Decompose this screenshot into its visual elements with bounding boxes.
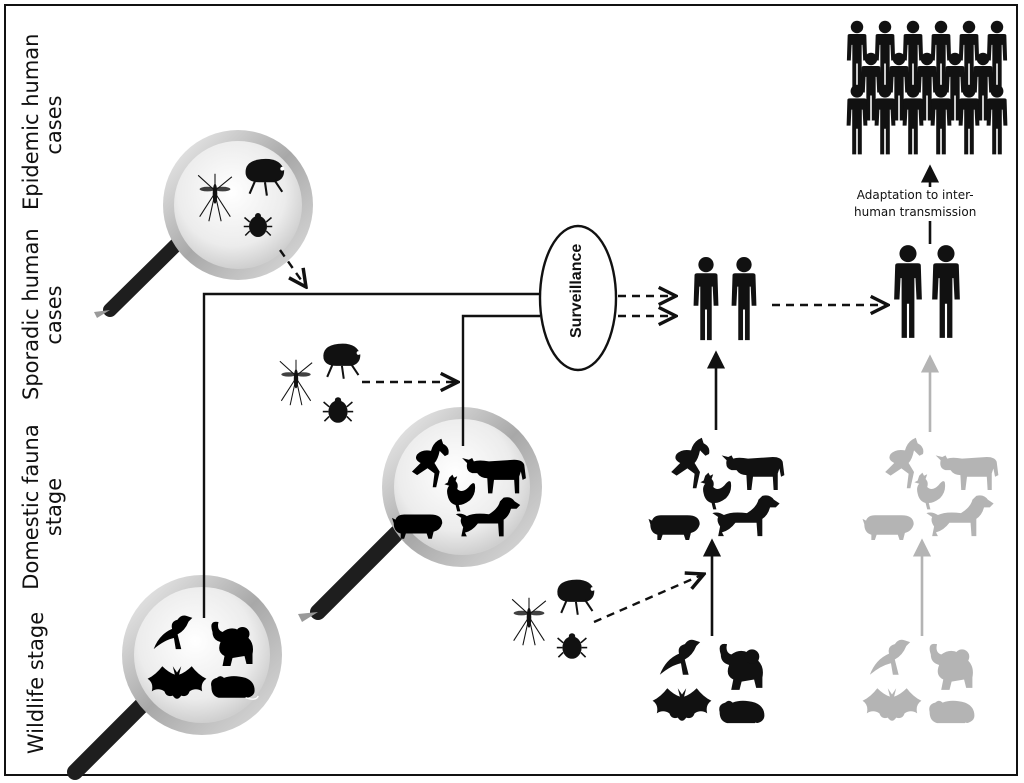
flea-icon xyxy=(322,342,362,380)
magnifier-vectors xyxy=(94,130,313,318)
magnifier-glass xyxy=(174,141,302,269)
bat-icon xyxy=(862,688,922,721)
dog-icon xyxy=(926,495,994,537)
bird-icon xyxy=(659,639,701,675)
stage-label-epidemic: Epidemic human cases xyxy=(19,33,66,210)
adaptation-note: Adaptation to inter- human transmission xyxy=(854,187,977,221)
person-icon xyxy=(930,84,952,155)
person-icon xyxy=(902,84,924,155)
monkey-icon xyxy=(929,643,973,690)
rat-icon xyxy=(928,699,979,726)
vector-to-line-dashed-arrow xyxy=(279,249,306,287)
tick-icon xyxy=(556,632,588,660)
magnifier-handle xyxy=(103,231,190,317)
stage-label-wildlife: Wildlife stage xyxy=(24,611,48,755)
sporadic-human-pair-right xyxy=(894,245,960,338)
bird-icon xyxy=(869,639,911,675)
stage-label-sporadic: Sporadic human cases xyxy=(19,228,66,400)
epidemic-crowd xyxy=(846,20,1008,155)
figure-frame xyxy=(4,4,1018,776)
mosquito-icon xyxy=(279,359,313,406)
person-icon xyxy=(958,84,980,155)
magnifier-domestic xyxy=(298,407,542,622)
stage-label-domestic: Domestic fauna stage xyxy=(19,424,66,590)
pig-icon xyxy=(648,515,700,540)
person-icon xyxy=(693,256,719,341)
surveillance-ellipse xyxy=(538,224,618,372)
surveillance-connectors xyxy=(202,292,540,618)
magnifier-wildlife xyxy=(67,575,282,780)
magnifier-handle xyxy=(67,694,153,780)
faded-wildlife-animals-group xyxy=(862,639,979,726)
rat-icon xyxy=(718,699,769,726)
domestic-animals-group xyxy=(648,437,785,540)
surveillance-label: Surveillance xyxy=(568,243,585,338)
rooster-icon xyxy=(700,472,732,510)
domestic-connector-line xyxy=(461,314,540,446)
person-icon xyxy=(986,84,1008,155)
magnifier-handle xyxy=(310,524,406,620)
wildlife-connector-line xyxy=(202,292,540,618)
person-icon xyxy=(731,256,757,341)
vectors-to-domestic-dashed-arrow xyxy=(593,574,704,624)
dog-icon xyxy=(712,495,780,537)
mosquito-icon xyxy=(511,597,547,647)
vectors-group-domestic xyxy=(279,342,362,424)
flea-icon xyxy=(556,578,596,616)
person-icon xyxy=(932,245,960,338)
person-icon xyxy=(846,84,868,155)
person-icon xyxy=(874,84,896,155)
monkey-icon xyxy=(719,643,763,690)
sporadic-human-pair xyxy=(693,256,757,341)
person-icon xyxy=(894,245,922,338)
pig-icon xyxy=(862,515,914,540)
wildlife-animals-group xyxy=(652,639,769,726)
faded-domestic-animals-group xyxy=(862,437,999,540)
rooster-icon xyxy=(914,472,946,510)
tick-icon xyxy=(322,396,354,424)
bat-icon xyxy=(652,688,712,721)
vectors-group-wildlife xyxy=(511,578,596,660)
